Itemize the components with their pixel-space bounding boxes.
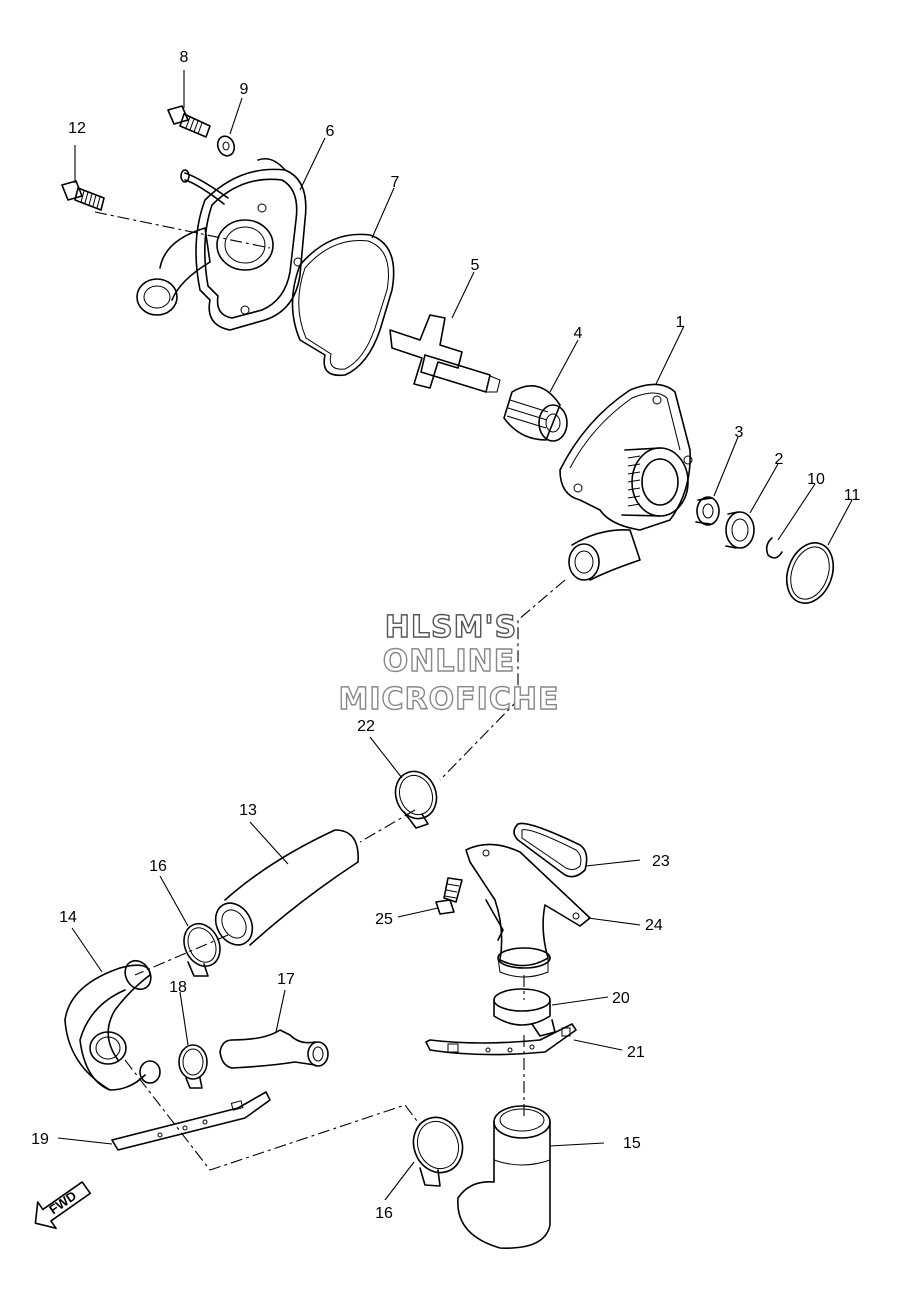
part-11-o-ring[interactable] — [779, 499, 853, 610]
callout-5: 5 — [471, 257, 480, 274]
part-25-bolt[interactable] — [397, 877, 463, 918]
part-16-lower-hose-clamp[interactable] — [384, 1110, 470, 1201]
callout-13: 13 — [239, 802, 257, 819]
callout-1: 1 — [676, 314, 685, 331]
callout-12: 12 — [68, 120, 86, 137]
callout-16-lower: 16 — [375, 1205, 393, 1222]
part-16-upper-hose-clamp[interactable] — [159, 875, 227, 977]
callout-9: 9 — [240, 81, 249, 98]
callout-18: 18 — [169, 979, 187, 996]
watermark: HLSM'S ONLINE MICROFICHE — [338, 609, 560, 717]
callout-11: 11 — [844, 487, 861, 504]
fwd-direction-arrow: FWD — [34, 1181, 92, 1230]
callout-15: 15 — [623, 1135, 641, 1152]
part-7-gasket[interactable] — [291, 187, 395, 377]
part-22-hose-clamp[interactable] — [369, 736, 443, 829]
part-24-thermostat-housing[interactable] — [465, 843, 641, 978]
callout-10: 10 — [807, 471, 825, 488]
part-14-elbow-hose[interactable] — [64, 927, 161, 1091]
callout-numbers: 1 2 3 4 5 6 7 8 9 10 11 12 13 14 15 16 1… — [31, 49, 860, 1222]
callout-22: 22 — [357, 718, 375, 735]
part-18-clamp[interactable] — [178, 991, 208, 1089]
callout-6: 6 — [326, 123, 335, 140]
part-12-bolt[interactable] — [61, 145, 105, 211]
part-8-bolt[interactable] — [167, 70, 211, 138]
part-17-small-hose[interactable] — [219, 989, 329, 1069]
callout-7: 7 — [391, 174, 400, 191]
part-15-outlet-hose[interactable] — [457, 1105, 605, 1249]
part-20-hose-clamp[interactable] — [493, 988, 609, 1037]
part-9-washer[interactable] — [215, 97, 243, 158]
part-10-circlip[interactable] — [765, 483, 816, 559]
callout-23: 23 — [652, 853, 670, 870]
watermark-line-2: ONLINE — [383, 644, 516, 679]
callout-4: 4 — [574, 325, 583, 342]
callout-14: 14 — [59, 909, 77, 926]
callout-17: 17 — [277, 971, 295, 988]
part-5-impeller[interactable] — [389, 271, 501, 393]
part-19-bracket[interactable] — [57, 1091, 271, 1151]
arrow-forward-icon — [34, 1181, 92, 1230]
callout-25: 25 — [375, 911, 393, 928]
callout-20: 20 — [612, 990, 630, 1007]
callout-8: 8 — [180, 49, 189, 66]
callout-3: 3 — [735, 424, 744, 441]
part-4-seal[interactable] — [503, 339, 579, 442]
callout-2: 2 — [775, 451, 784, 468]
watermark-line-1: HLSM'S — [385, 610, 517, 645]
callout-21: 21 — [627, 1044, 645, 1061]
callout-19: 19 — [31, 1131, 49, 1148]
part-3-bearing[interactable] — [695, 436, 739, 526]
part-6-pump-cover[interactable] — [136, 137, 326, 331]
part-21-bracket[interactable] — [425, 1023, 623, 1056]
callout-24: 24 — [645, 917, 663, 934]
part-23-gasket[interactable] — [513, 822, 641, 878]
part-2-oil-seal[interactable] — [725, 463, 779, 549]
part-1-pump-housing[interactable] — [559, 325, 693, 581]
watermark-line-3: MICROFICHE — [339, 682, 560, 717]
part-13-hose[interactable] — [208, 821, 359, 952]
callout-16-upper: 16 — [149, 858, 167, 875]
